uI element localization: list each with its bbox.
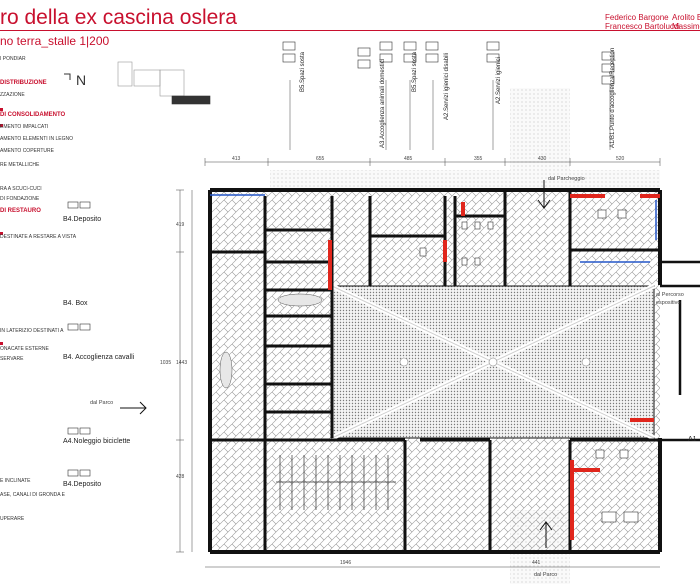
- author-3: Arolito B: [672, 13, 700, 22]
- label-espositivo: espositivo: [656, 300, 681, 306]
- legend-inclinate: E INCLINATE: [0, 478, 31, 484]
- north-arrow-icon: [64, 73, 71, 80]
- legend-markers: [0, 108, 3, 345]
- vlabel-a1-punto: A1/B1.Punto d'accoglienza/Reception: [610, 47, 616, 148]
- subtitle-small: I PONDIAR: [0, 56, 26, 62]
- left-wing-walls: [210, 196, 334, 552]
- north-arrow-label: N: [76, 72, 87, 88]
- room-a4-noleggio: A4.Noleggio biciclette: [63, 438, 131, 445]
- authors-right: Arolito B Massime: [672, 13, 700, 31]
- dim-bottom-1: 1946: [340, 560, 352, 566]
- legend-laterizio: IN LATERIZIO DESTINATI A: [0, 328, 64, 334]
- page-title: ro della ex cascina oslera: [0, 6, 237, 29]
- legend-impalcati: EMENTO IMPALCATI: [0, 124, 49, 130]
- stalls-pattern: [276, 455, 396, 510]
- author-1: Federico Bargone: [605, 13, 669, 22]
- dim-top-1: 413: [232, 156, 241, 162]
- legend-consolidamento: DI CONSOLIDAMENTO: [0, 112, 66, 118]
- dimension-lines: [176, 158, 661, 568]
- dim-top-5: 430: [538, 156, 547, 162]
- leader-lines: [289, 80, 611, 150]
- legend-canali: ASE, CANALI DI GRONDA E: [0, 492, 66, 498]
- legend-distribuzione: DISTRIBUZIONE: [0, 80, 47, 86]
- top-wing-walls: [368, 190, 660, 286]
- legend-izzazione: ZZAZIONE: [0, 92, 25, 98]
- dim-top-4: 355: [474, 156, 483, 162]
- gravel-top: [270, 170, 660, 188]
- vlabel-b5-spazi-sosta-1: B5.Spazi sosta: [300, 51, 306, 92]
- dim-left-4: 428: [176, 474, 185, 480]
- legend-intonacate: ONACATE ESTERNE: [0, 346, 49, 352]
- blue-walls: [210, 194, 657, 263]
- horse-figure-1: [277, 293, 323, 307]
- legend-superare: UPERARE: [0, 516, 25, 522]
- label-dal-parco-bottom: dal Parco: [534, 572, 558, 578]
- dim-left-1: 419: [176, 222, 185, 228]
- legend-panel: DISTRIBUZIONE ZZAZIONE DI CONSOLIDAMENTO…: [0, 78, 160, 584]
- label-al-percorso: al Percorso: [656, 292, 684, 298]
- dim-bottom-2: 441: [532, 560, 541, 566]
- legend-servare: SERVARE: [0, 356, 24, 362]
- dim-top-3: 485: [404, 156, 413, 162]
- dim-left-2: 1035: [160, 360, 172, 366]
- legend-destinate: DESTINATE A RESTARE A VISTA: [0, 234, 77, 240]
- room-b4-box: B4. Box: [63, 300, 88, 307]
- legend-coperture: AMENTO COPERTURE: [0, 148, 54, 154]
- legend-legno: AMENTO ELEMENTI IN LEGNO: [0, 136, 73, 142]
- author-4: Massime: [672, 22, 700, 31]
- dim-top-2: 655: [316, 156, 325, 162]
- label-a1: A1: [688, 436, 697, 443]
- outer-walls: [208, 188, 662, 554]
- entrance-path: [510, 88, 570, 180]
- room-b4-accoglienza: B4. Accoglienza cavalli: [63, 354, 135, 361]
- vlabel-a3-accoglienza: A3.Accoglienza animali domestici: [380, 58, 386, 148]
- vlabel-b5-spazi-sosta-2: B5.Spazi sosta: [412, 51, 418, 92]
- site-key-plan: [117, 61, 211, 105]
- label-dal-parcheggio: dal Parcheggio: [548, 176, 585, 182]
- symbol-markers: [67, 41, 615, 477]
- dim-top-6: 520: [616, 156, 625, 162]
- room-b4-deposito-top: B4.Deposito: [63, 216, 102, 223]
- label-dal-parco-left: dal Parco: [90, 400, 114, 406]
- dim-left-3: 1443: [176, 360, 188, 366]
- annex-walls: [660, 260, 700, 442]
- entrance-arrow-icons: [120, 180, 553, 548]
- legend-fondazione: DI FONDAZIONE: [0, 196, 40, 202]
- authors-left: Federico Bargone Francesco Bartolucci: [605, 13, 680, 31]
- legend-metalliche: RE METALLICHE: [0, 162, 40, 168]
- page-subtitle: no terra_stalle 1|200: [0, 34, 110, 48]
- title-rule: [0, 30, 700, 31]
- horse-figure-2: [219, 351, 233, 389]
- room-b4-deposito-bottom: B4.Deposito: [63, 481, 102, 488]
- red-walls: [328, 194, 660, 540]
- author-2: Francesco Bartolucci: [605, 22, 680, 31]
- legend-scuci: RA A SCUCI-CUCI: [0, 186, 42, 192]
- sanitary-fixtures: [419, 209, 639, 523]
- legend-restauro: DI RESTAURO: [0, 208, 41, 214]
- vlabel-a2-servizi: A2.Servizi igienici: [496, 56, 502, 104]
- vlabel-a2-disabili: A2.Servizi igienici disabili: [444, 52, 450, 120]
